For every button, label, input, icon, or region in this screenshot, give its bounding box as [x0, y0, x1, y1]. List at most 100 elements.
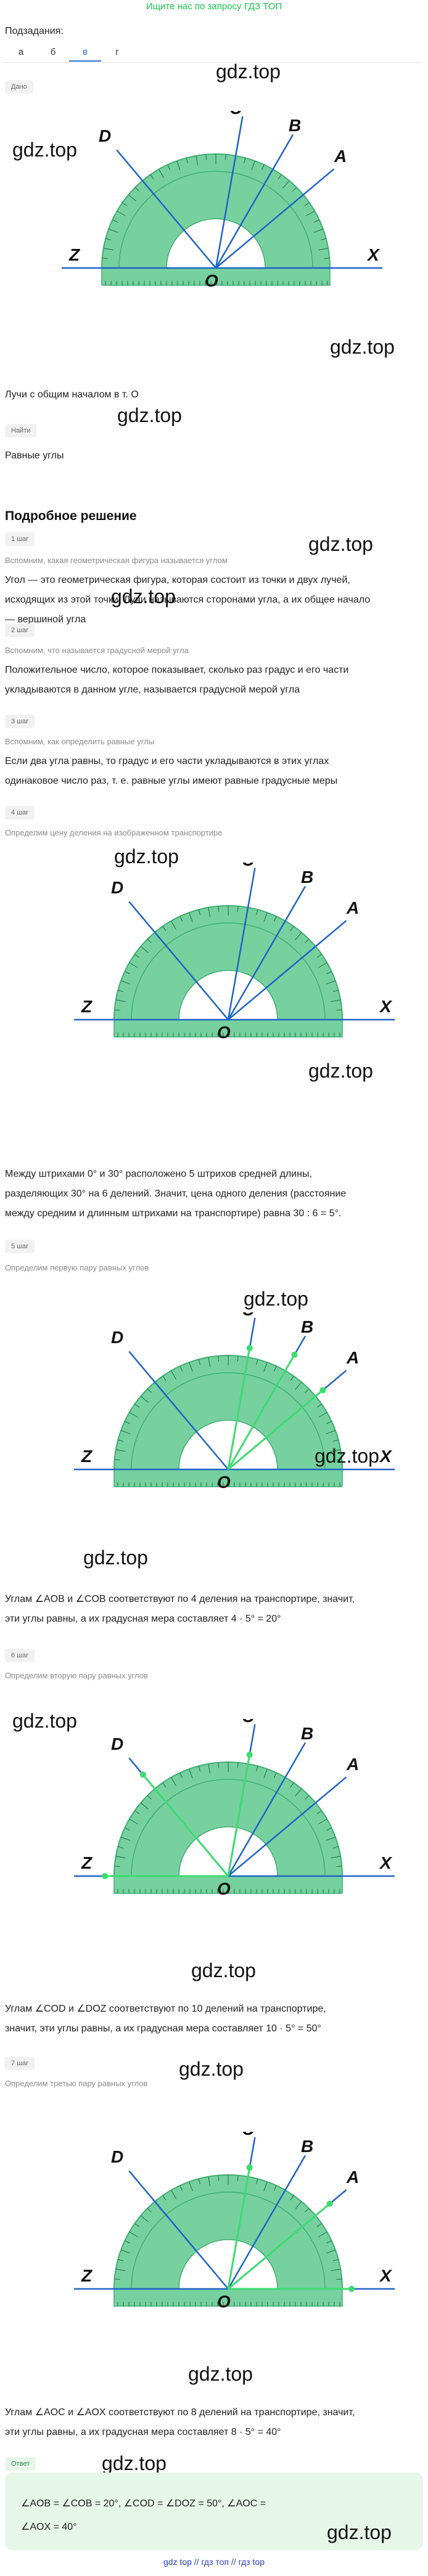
answer-line-2: ∠AOX = 40°	[21, 2522, 77, 2532]
protractor-tick	[292, 187, 297, 192]
tab-b[interactable]: б	[50, 47, 56, 57]
protractor-body	[101, 153, 331, 269]
label-a: A	[346, 898, 359, 917]
protractor-tick	[125, 1827, 130, 1831]
step-badge: 6 шаг	[5, 1649, 35, 1662]
watermark: gdz.top	[327, 2521, 392, 2543]
protractor-tick	[208, 2176, 211, 2187]
protractor-tick	[305, 1388, 310, 1393]
protractor-figure-pair-1: DCBAZXO	[74, 1312, 395, 1492]
footer-links[interactable]: gdz top // гдз топ // гдз top	[163, 2557, 265, 2567]
protractor-tick	[263, 912, 268, 922]
protractor-tick	[162, 1782, 167, 1788]
protractor-tick	[244, 158, 246, 164]
protractor-tick	[305, 938, 310, 943]
protractor-tick	[134, 187, 139, 192]
protractor-tick	[115, 2269, 126, 2272]
protractor-figure-given: DCBAZXO	[62, 111, 382, 290]
label-a: A	[346, 1755, 359, 1774]
highlight-arrow-icon	[291, 1351, 298, 1358]
answer-badge: Ответ	[5, 2457, 36, 2471]
subtask-tabs: а б в г	[5, 46, 133, 62]
ray-b	[215, 134, 294, 269]
protractor-tick	[290, 926, 294, 932]
protractor-tick	[331, 1449, 341, 1452]
highlight-arrow-icon	[246, 1752, 253, 1758]
label-x: X	[379, 1447, 393, 1466]
protractor-tick	[112, 219, 118, 223]
highlight-arrow-icon	[139, 1771, 146, 1778]
protractor-tick	[129, 1412, 138, 1418]
highlight-ray	[227, 1754, 251, 1877]
protractor-tick	[171, 1777, 176, 1786]
label-x: X	[379, 2266, 393, 2285]
label-d: D	[111, 2147, 123, 2166]
protractor-tick	[120, 1837, 131, 1841]
protractor-tick	[129, 962, 138, 968]
protractor-tick	[208, 1763, 211, 1774]
protractor-tick	[186, 158, 188, 164]
watermark: gdz.top	[111, 585, 176, 607]
protractor-tick	[256, 909, 258, 916]
label-x: X	[366, 245, 381, 264]
ray-c	[227, 867, 256, 1020]
answer-line-1: ∠AOB = ∠COB = 20°, ∠COD = ∠DOZ = 50°, ∠A…	[21, 2498, 266, 2509]
step-hint: Вспомним, какая геометрическая фигура на…	[5, 556, 228, 565]
watermark: gdz.top	[12, 1710, 77, 1732]
protractor-tick	[120, 2249, 131, 2254]
step-text: Углам ∠COD и ∠DOZ соответствуют по 10 де…	[5, 2004, 326, 2014]
top-banner[interactable]: Ищите нас по запросу ГДЗ ТОП	[146, 1, 282, 12]
step-hint: Определим цену деления на изображенном т…	[5, 828, 223, 837]
protractor-tick	[198, 2179, 200, 2185]
protractor-tick	[189, 1362, 193, 1372]
protractor-tick	[305, 2208, 310, 2212]
step-badge: 4 шаг	[5, 806, 35, 819]
protractor-tick	[179, 2185, 183, 2191]
protractor-tick	[336, 1866, 342, 1867]
protractor-tick	[115, 1856, 126, 1859]
protractor-window	[178, 2239, 278, 2290]
tab-a[interactable]: а	[18, 47, 24, 57]
protractor-tick	[256, 1359, 258, 1365]
ray-d	[128, 2170, 229, 2290]
protractor	[113, 1761, 344, 1894]
ray-b	[227, 1742, 307, 1877]
protractor-tick	[273, 916, 277, 922]
step-text: Угол — это геометрическая фигура, котора…	[5, 575, 350, 585]
protractor-tick	[198, 1766, 200, 1772]
step-badge: 1 шаг	[5, 532, 35, 546]
label-b: B	[301, 1724, 313, 1743]
protractor-tick	[324, 258, 330, 259]
protractor-body	[113, 905, 344, 1020]
protractor-tick	[115, 999, 126, 1002]
protractor-tick	[150, 174, 154, 180]
protractor-tick	[331, 2269, 341, 2272]
protractor-tick	[263, 1768, 268, 1779]
label-z: Z	[81, 2266, 93, 2285]
protractor-tick	[278, 174, 282, 180]
step-hint: Определим третью пару равных углов	[5, 2079, 148, 2088]
label-o: O	[217, 1879, 231, 1898]
ray-a	[215, 168, 335, 269]
ray-c	[215, 116, 244, 269]
protractor	[113, 2174, 344, 2307]
watermark: gdz.top	[216, 60, 281, 83]
protractor-tick	[256, 2179, 258, 2185]
label-z: Z	[68, 245, 80, 264]
protractor	[113, 905, 344, 1038]
highlight-arrow-icon	[326, 2200, 333, 2207]
protractor-tick	[237, 2175, 239, 2181]
ray-b	[227, 2155, 307, 2290]
tab-v[interactable]: в	[69, 46, 101, 62]
tab-g[interactable]: г	[115, 47, 119, 57]
protractor-tick	[176, 160, 181, 171]
protractor-tick	[332, 989, 339, 992]
protractor-tick	[336, 2278, 342, 2280]
highlight-arrow-icon	[246, 2164, 253, 2171]
highlight-arrow-icon	[246, 1345, 253, 1352]
watermark: gdz.top	[179, 2058, 244, 2080]
ray-d	[128, 1351, 229, 1470]
protractor-tick	[251, 160, 255, 171]
answer-box: ∠AOB = ∠COB = 20°, ∠COD = ∠DOZ = 50°, ∠A…	[5, 2472, 423, 2550]
watermark: gdz.top	[114, 845, 179, 867]
